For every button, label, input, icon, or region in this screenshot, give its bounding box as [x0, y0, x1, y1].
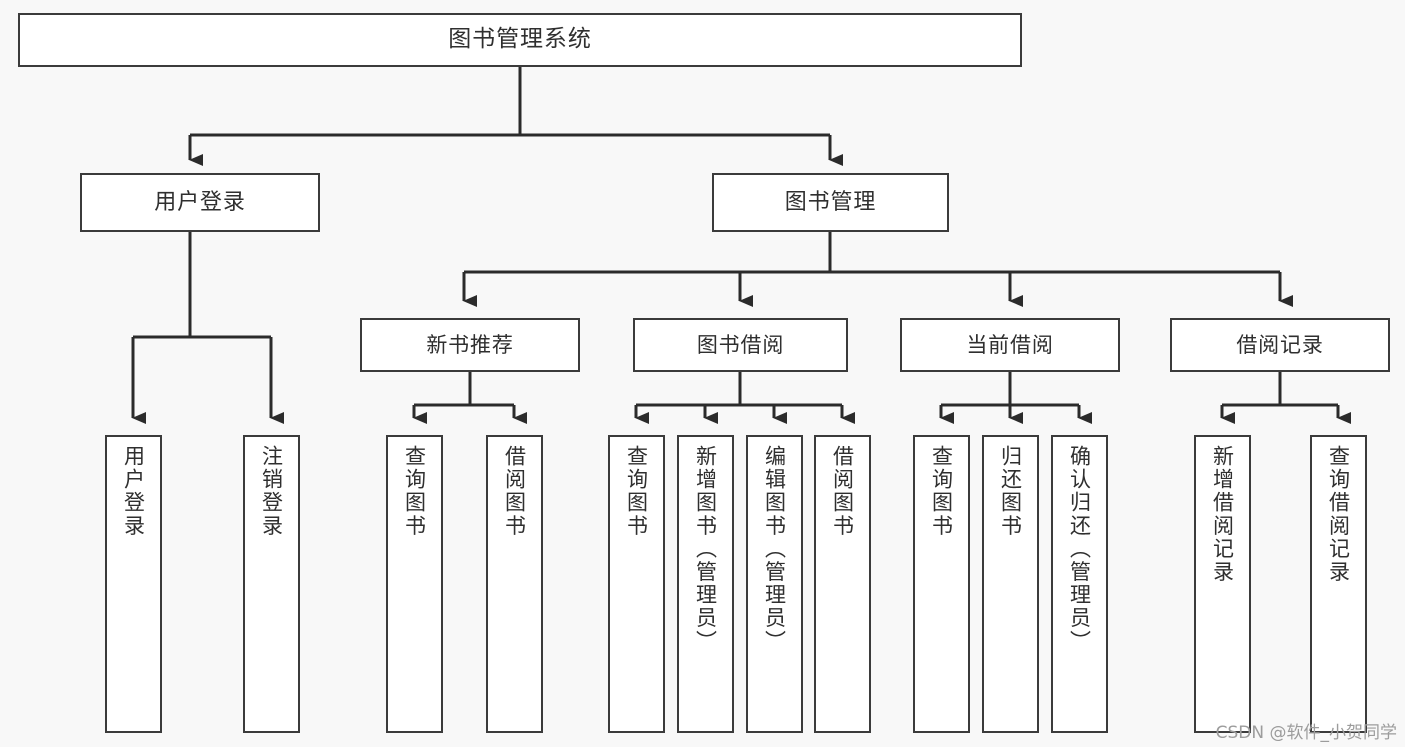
node-book-borrowing[interactable]: 图书借阅 — [633, 318, 848, 372]
node-user-login[interactable]: 用户登录 — [80, 173, 320, 232]
node-root-book-management-system[interactable]: 图书管理系统 — [18, 13, 1022, 67]
leaf-borrow-borrow-books[interactable]: 借阅图书 — [814, 435, 871, 733]
leaf-user-login-logout[interactable]: 注销登录 — [243, 435, 300, 733]
leaf-new-book-borrow-books[interactable]: 借阅图书 — [486, 435, 543, 733]
node-label: 查询借阅记录 — [1326, 445, 1351, 584]
node-borrowing-record[interactable]: 借阅记录 — [1170, 318, 1390, 372]
node-label: 当前借阅 — [966, 332, 1054, 357]
leaf-borrow-edit-book-admin[interactable]: 编辑图书（管理员） — [746, 435, 803, 733]
node-label: 新书推荐 — [426, 332, 514, 357]
leaf-current-query-books[interactable]: 查询图书 — [913, 435, 970, 733]
leaf-borrow-add-book-admin[interactable]: 新增图书（管理员） — [677, 435, 734, 733]
node-label: 归还图书 — [998, 445, 1023, 538]
node-label: 确认归还（管理员） — [1067, 445, 1092, 653]
node-current-borrowing[interactable]: 当前借阅 — [900, 318, 1120, 372]
node-label: 查询图书 — [624, 445, 649, 538]
node-label: 注销登录 — [259, 445, 284, 538]
node-label: 查询图书 — [929, 445, 954, 538]
watermark: CSDN @软件_小贺同学 — [1215, 723, 1397, 743]
node-label: 用户登录 — [154, 189, 246, 215]
leaf-record-add-borrow-record[interactable]: 新增借阅记录 — [1194, 435, 1251, 733]
node-label: 图书管理系统 — [448, 26, 592, 53]
leaf-record-query-borrow-record[interactable]: 查询借阅记录 — [1310, 435, 1367, 733]
node-label: 借阅记录 — [1236, 332, 1324, 357]
leaf-user-login-login[interactable]: 用户登录 — [105, 435, 162, 733]
node-book-management[interactable]: 图书管理 — [712, 173, 949, 232]
node-label: 图书管理 — [784, 189, 877, 215]
node-label: 借阅图书 — [830, 445, 855, 538]
node-label: 用户登录 — [121, 445, 146, 538]
node-label: 图书借阅 — [696, 332, 785, 357]
node-label: 借阅图书 — [502, 445, 527, 538]
leaf-borrow-query-books[interactable]: 查询图书 — [608, 435, 665, 733]
leaf-new-book-query-books[interactable]: 查询图书 — [386, 435, 443, 733]
node-new-book-recommendation[interactable]: 新书推荐 — [360, 318, 580, 372]
node-label: 查询图书 — [402, 445, 427, 538]
node-label: 编辑图书（管理员） — [762, 445, 787, 653]
leaf-current-return-books[interactable]: 归还图书 — [982, 435, 1039, 733]
leaf-current-confirm-return-admin[interactable]: 确认归还（管理员） — [1051, 435, 1108, 733]
node-label: 新增借阅记录 — [1210, 445, 1235, 584]
node-label: 新增图书（管理员） — [693, 445, 718, 653]
